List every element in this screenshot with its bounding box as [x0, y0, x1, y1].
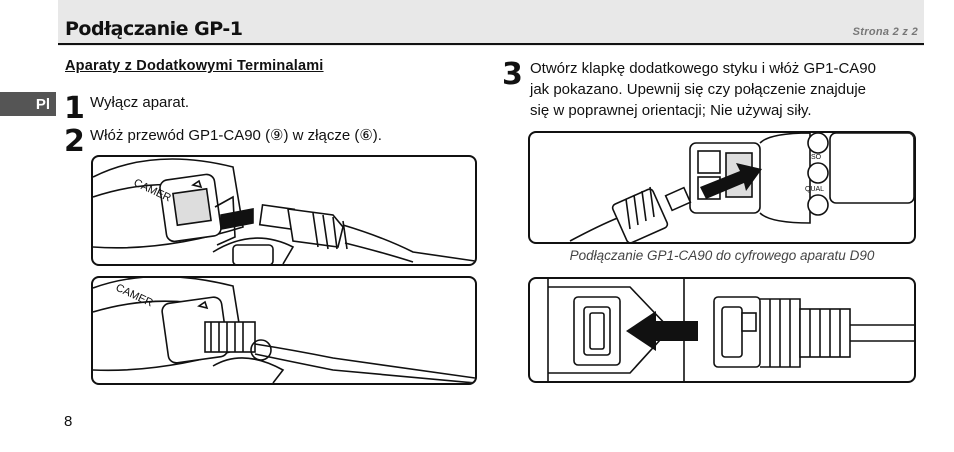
language-tab: Pl: [0, 92, 56, 116]
step-text-3-line-1: Otwórz klapkę dodatkowego styku i włóż G…: [530, 60, 876, 77]
step-text-2: Włóż przewód GP1-CA90 (⑨) w złącze (⑥).: [90, 127, 382, 144]
step-number-3: 3: [502, 57, 523, 92]
step-text-3-line-2: jak pokazano. Upewnij się czy połączenie…: [530, 81, 867, 98]
section-heading: Aparaty z Dodatkowymi Terminalami: [65, 58, 324, 74]
step-number-2: 2: [64, 124, 85, 159]
step-number-1: 1: [64, 91, 85, 126]
page-indicator: Strona 2 z 2: [852, 26, 918, 38]
illustration-cable-inserted: CAMER: [91, 276, 477, 385]
page-title: Podłączanie GP-1: [65, 18, 243, 40]
header-rule: [58, 43, 924, 45]
camera-label-iso: ISO: [809, 154, 822, 161]
header-band: [58, 0, 924, 46]
illustration-connector-orientation: [528, 277, 916, 383]
illustration-d90-connection: ISO QUAL: [528, 131, 916, 244]
camera-label-qual: QUAL: [805, 186, 824, 193]
illustration-insert-cable: CAMER: [91, 155, 477, 266]
step-text-1: Wyłącz aparat.: [90, 94, 190, 111]
page-number: 8: [64, 413, 73, 430]
figure-caption: Podłączanie GP1-CA90 do cyfrowego aparat…: [569, 248, 875, 263]
step-text-3-line-3: się w poprawnej orientacji; Nie używaj s…: [530, 102, 812, 119]
